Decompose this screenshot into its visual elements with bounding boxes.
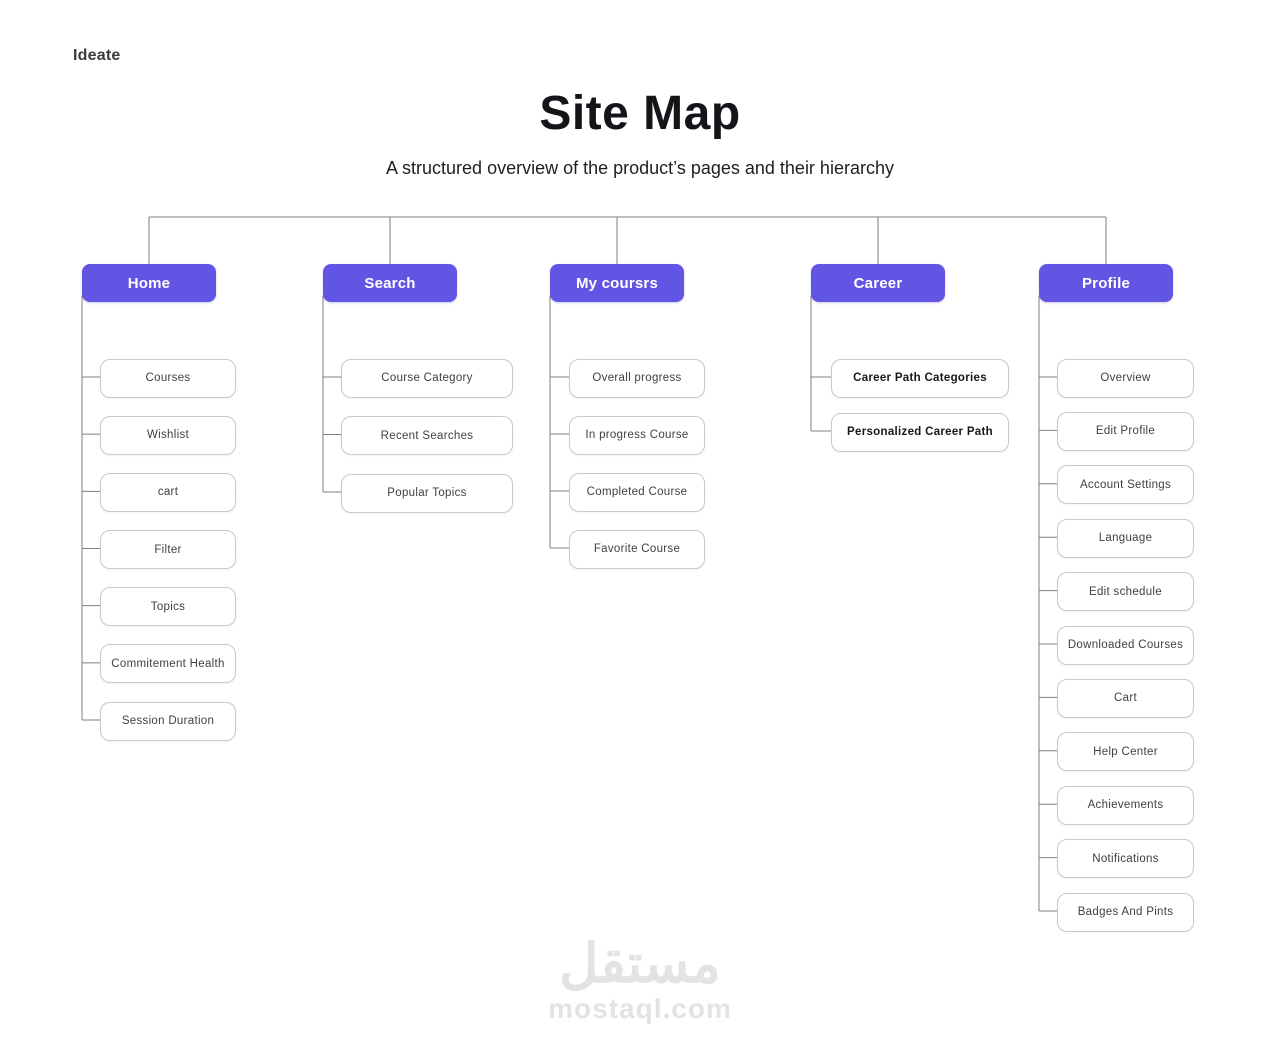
watermark: مستقل mostaql.com [0,936,1280,1025]
node-topics: Topics [100,587,236,627]
node-career-path-categories: Career Path Categories [831,358,1009,398]
page-title: Site Map [539,87,741,140]
node-home: Home [82,264,216,302]
node-language: Language [1057,518,1194,558]
watermark-arabic-logo: مستقل [559,934,721,994]
node-in-progress-course: In progress Course [569,415,705,455]
node-cart: cart [100,472,236,512]
node-commitement-health: Commitement Health [100,644,236,684]
node-personalized-career-path: Personalized Career Path [831,412,1009,452]
node-downloaded-courses: Downloaded Courses [1057,625,1194,665]
watermark-domain: mostaql.com [548,992,732,1024]
node-notifications: Notifications [1057,839,1194,879]
node-career: Career [811,264,945,302]
section-label: Ideate [73,47,121,64]
node-achievements: Achievements [1057,785,1194,825]
node-badges-and-pints: Badges And Pints [1057,892,1194,932]
node-search: Search [323,264,457,302]
node-edit-profile: Edit Profile [1057,411,1194,451]
node-profile: Profile [1039,264,1173,302]
node-courses: Courses [100,358,236,398]
node-wishlist: Wishlist [100,415,236,455]
node-popular-topics: Popular Topics [341,473,513,513]
node-edit-schedule: Edit schedule [1057,572,1194,612]
node-cart: Cart [1057,678,1194,718]
node-filter: Filter [100,530,236,569]
node-favorite-course: Favorite Course [569,529,705,569]
node-course-category: Course Category [341,358,513,398]
node-help-center: Help Center [1057,732,1194,772]
node-overview: Overview [1057,358,1194,398]
node-account-settings: Account Settings [1057,465,1194,505]
page-subtitle: A structured overview of the product’s p… [386,158,894,178]
node-session-duration: Session Duration [100,701,236,741]
node-my-courses: My coursrs [550,264,684,302]
node-recent-searches: Recent Searches [341,416,513,455]
node-overall-progress: Overall progress [569,358,705,398]
node-completed-course: Completed Course [569,472,705,512]
